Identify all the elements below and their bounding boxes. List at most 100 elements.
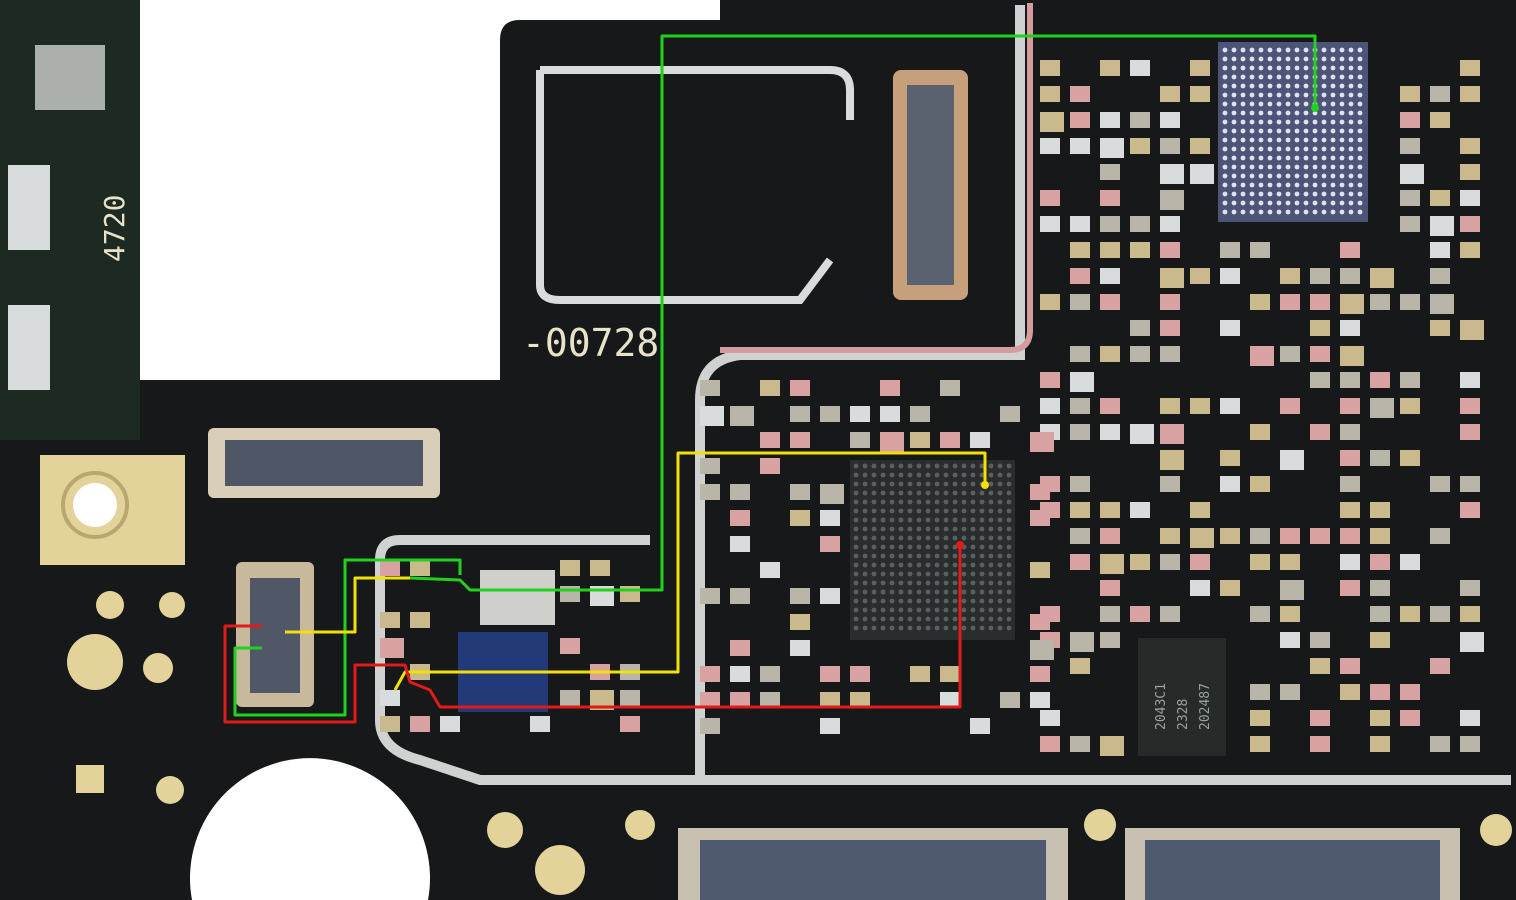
smd-pad: [1070, 632, 1094, 652]
bga-ball: [943, 562, 949, 568]
smd-pad: [1160, 164, 1184, 184]
smd-pad: [1190, 164, 1214, 184]
bga-ball: [943, 580, 949, 586]
bga-ball: [916, 607, 922, 613]
bga-ball: [1006, 517, 1012, 523]
smd-pad: [1370, 398, 1394, 418]
bga-ball: [898, 589, 904, 595]
smd-pad: [1040, 736, 1060, 752]
bga-ball: [970, 625, 976, 631]
bga-ball: [1321, 83, 1327, 89]
bga-ball: [988, 508, 994, 514]
bga-ball: [1312, 173, 1318, 179]
bga-ball: [1258, 65, 1264, 71]
bga-ball: [898, 607, 904, 613]
bga-ball: [1006, 499, 1012, 505]
bga-ball: [898, 598, 904, 604]
bga-ball: [880, 571, 886, 577]
smd-pad: [1430, 86, 1450, 102]
bga-ball: [1231, 65, 1237, 71]
bga-ball: [1276, 209, 1282, 215]
smd-pad: [1070, 424, 1090, 440]
bga-ball: [889, 490, 895, 496]
bga-ball: [1339, 110, 1345, 116]
bga-ball: [925, 499, 931, 505]
bga-ball: [1006, 598, 1012, 604]
smd-pad: [1160, 268, 1184, 288]
bga-ball: [925, 571, 931, 577]
bga-ball: [907, 607, 913, 613]
bga-ball: [1006, 553, 1012, 559]
bga-ball: [889, 562, 895, 568]
bga-ball: [1321, 119, 1327, 125]
smd-pad: [1430, 528, 1450, 544]
bga-ball: [979, 517, 985, 523]
smd-pad: [1310, 424, 1330, 440]
bga-ball: [1348, 146, 1354, 152]
smd-pad: [1400, 294, 1420, 310]
bga-ball: [1303, 74, 1309, 80]
bga-ball: [925, 481, 931, 487]
smd-pad: [1430, 658, 1450, 674]
smd-pad: [1160, 86, 1180, 102]
bga-ball: [916, 571, 922, 577]
bga-ball: [1249, 200, 1255, 206]
bga-ball: [943, 616, 949, 622]
bga-ball: [898, 499, 904, 505]
smd-pad: [1400, 164, 1424, 184]
bga-ball: [997, 571, 1003, 577]
bga-ball: [961, 553, 967, 559]
bga-ball: [1303, 173, 1309, 179]
bga-ball: [1330, 146, 1336, 152]
bga-ball: [979, 499, 985, 505]
smd-pad: [1310, 736, 1330, 752]
bga-ball: [1357, 56, 1363, 62]
bga-ball: [862, 589, 868, 595]
bga-ball: [1294, 209, 1300, 215]
smd-pad: [1070, 216, 1090, 232]
silkscreen-4720: 4720: [98, 195, 131, 262]
bga-ball: [853, 535, 859, 541]
bga-ball: [907, 535, 913, 541]
bga-ball: [1240, 173, 1246, 179]
bga-ball: [1006, 490, 1012, 496]
smd-pad: [1250, 606, 1270, 622]
bga-ball: [988, 463, 994, 469]
smd-pad: [1220, 450, 1240, 466]
bga-ball: [943, 517, 949, 523]
bga-ball: [871, 607, 877, 613]
bga-ball: [934, 517, 940, 523]
bga-ball: [880, 607, 886, 613]
bga-ball: [1276, 137, 1282, 143]
smd-pad: [1370, 554, 1390, 570]
bga-ball: [1258, 191, 1264, 197]
bga-ball: [853, 580, 859, 586]
smd-pad: [1430, 320, 1450, 336]
bga-ball: [853, 544, 859, 550]
smd-pad: [1280, 580, 1304, 600]
bga-ball: [934, 562, 940, 568]
bga-ball: [1339, 146, 1345, 152]
bga-ball: [907, 463, 913, 469]
bga-ball: [862, 571, 868, 577]
smd-pad: [1100, 398, 1120, 414]
smd-pad: [380, 638, 404, 658]
bga-ball: [1285, 200, 1291, 206]
smd-pad: [910, 432, 930, 448]
bga-ball: [862, 625, 868, 631]
smd-pad: [1340, 320, 1360, 336]
bga-ball: [988, 571, 994, 577]
smd-pad: [1250, 346, 1274, 366]
bga-ball: [1231, 164, 1237, 170]
smd-pad: [1280, 684, 1300, 700]
bga-ball: [1240, 182, 1246, 188]
bga-ball: [1330, 155, 1336, 161]
bga-ball: [1258, 128, 1264, 134]
smd-pad: [1160, 346, 1180, 362]
bga-ball: [871, 544, 877, 550]
smd-pad: [700, 380, 720, 396]
smd-pad: [1030, 510, 1050, 526]
bga-ball: [1249, 164, 1255, 170]
smd-pad: [1040, 190, 1060, 206]
green-trace: [409, 34, 1317, 592]
